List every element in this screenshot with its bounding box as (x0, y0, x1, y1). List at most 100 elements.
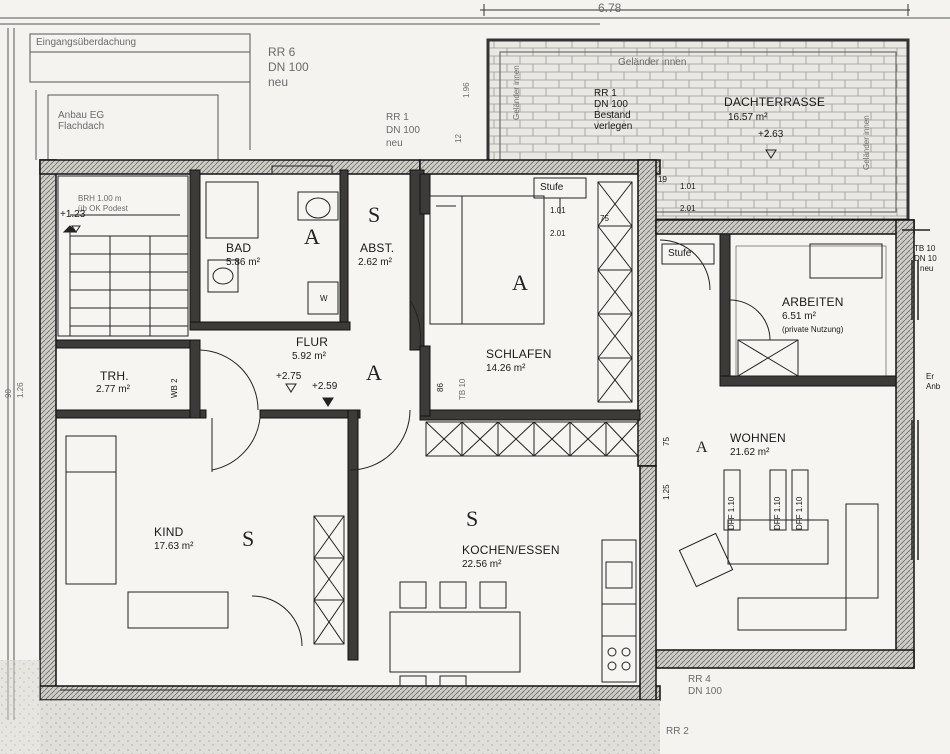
svg-text:A: A (512, 270, 528, 295)
parapet-height-2: üb OK Podest (78, 204, 128, 213)
railing-top: Geländer innen (618, 57, 687, 68)
downpipe-rr1b-line3: Bestand (594, 110, 631, 121)
room-bedroom-area: 14.26 m² (486, 363, 526, 374)
room-office-area: 6.51 m² (782, 311, 816, 322)
dim-terrace-19: 19 (658, 175, 667, 184)
downpipe-rr1b-line1: RR 1 (594, 88, 617, 99)
right-dn: DN 10 (914, 254, 937, 263)
office-furniture (735, 243, 887, 377)
downpipe-rr6-line2: DN 100 (268, 60, 309, 74)
exterior-ground (40, 700, 660, 754)
svg-text:S: S (466, 506, 478, 531)
right-anb: Anb (926, 382, 941, 391)
washer-box (307, 281, 339, 315)
bedroom-wardrobe (597, 181, 633, 403)
dim-hall-86: 86 (436, 383, 445, 392)
dim-stair-height: 1.96 (462, 82, 471, 98)
right-tb: TB 10 (914, 244, 936, 253)
step-label-1: Stufe (540, 182, 564, 193)
dim-living-125: 1.25 (662, 484, 671, 500)
room-storage-area: 2.62 m² (358, 257, 392, 268)
skylight-2: DFF 1.10 (773, 496, 782, 530)
top-dimension-line (480, 4, 910, 16)
kitchen-counter (601, 539, 637, 683)
room-terrace-area: 16.57 m² (728, 112, 768, 123)
svg-text:S: S (368, 202, 380, 227)
room-stairwell-name: TRH. (100, 369, 129, 383)
washer-mark: W (320, 294, 328, 303)
room-stairwell-area: 2.77 m² (96, 384, 130, 395)
room-living-area: 21.62 m² (730, 447, 770, 458)
room-bath-area: 5.86 m² (226, 257, 260, 268)
entrance-canopy (29, 33, 251, 161)
room-living-name: WOHNEN (730, 431, 786, 445)
stair-tb: TB 10 (458, 378, 467, 400)
room-terrace-name: DACHTERRASSE (724, 95, 826, 109)
downpipe-rr1-line3: neu (386, 138, 403, 149)
kitchen-cabinets (425, 421, 639, 457)
dim-living-75: 75 (662, 437, 671, 446)
dim-left-side-b: 90 (4, 389, 13, 398)
terrace-level: +2.63 (758, 129, 784, 140)
dim-terrace-101: 1.01 (680, 182, 696, 191)
room-bedroom-name: SCHLAFEN (486, 347, 552, 361)
room-bath-name: BAD (226, 241, 252, 255)
dim-step-101: 1.01 (550, 206, 566, 215)
room-kitchen-name: KOCHEN/ESSEN (462, 543, 560, 557)
dim-step-75: 75 (600, 214, 609, 223)
exterior-left (0, 660, 40, 754)
hall-level-1: +2.75 (276, 371, 302, 382)
stairwell-wb: WB 2 (170, 378, 179, 398)
room-kids-area: 17.63 m² (154, 541, 194, 552)
svg-text:A: A (696, 439, 708, 456)
bathroom-fixtures (205, 165, 339, 293)
room-kids-name: KIND (154, 525, 184, 539)
floor-area (42, 160, 912, 700)
parapet-height-1: BRH 1.00 m (78, 194, 122, 203)
downpipe-rr4-line2: DN 100 (688, 686, 722, 697)
top-dimension: 6.78 (598, 1, 622, 15)
dining-table (389, 581, 521, 687)
svg-text:S: S (242, 526, 254, 551)
fixture-symbols: S S S A A A A (242, 202, 708, 551)
svg-text:A: A (304, 224, 320, 249)
downpipe-rr2: RR 2 (666, 726, 689, 737)
downpipe-rr1b-line4: verlegen (594, 121, 633, 132)
staircase (57, 175, 189, 337)
railing-right: Geländer innen (862, 115, 871, 170)
skylight-1: DFF 1.10 (727, 496, 736, 530)
room-kitchen-area: 22.56 m² (462, 559, 502, 570)
room-hall-area: 5.92 m² (292, 351, 326, 362)
step-label-2: Stufe (668, 248, 692, 259)
annex-label-1: Anbau EG (58, 110, 105, 121)
step-markers (533, 177, 715, 265)
bedroom-bed (429, 195, 545, 325)
level-markers (71, 149, 777, 407)
annex-label-2: Flachdach (58, 121, 105, 132)
stair-level: +1.23 (60, 209, 86, 220)
right-neu: neu (920, 264, 934, 273)
right-er: Er (926, 372, 934, 381)
dim-terrace-201: 2.01 (680, 204, 696, 213)
windows (902, 229, 930, 560)
downpipe-rr6-line1: RR 6 (268, 45, 296, 59)
downpipe-rr4-line1: RR 4 (688, 674, 711, 685)
room-storage-name: ABST. (360, 241, 395, 255)
railing-left: Geländer innen (512, 65, 521, 120)
room-office-note: (private Nutzung) (782, 325, 844, 334)
kids-room-furniture (60, 435, 345, 691)
doors (199, 239, 771, 647)
room-hall-name: FLUR (296, 335, 329, 349)
sheet-border (0, 17, 950, 720)
downpipe-rr1-line2: DN 100 (386, 125, 420, 136)
hall-level-2: +2.59 (312, 381, 338, 392)
dim-small-12: 12 (454, 134, 463, 143)
interior-walls (55, 169, 897, 661)
dim-left-side: 1.26 (16, 382, 25, 398)
living-room-furniture (678, 469, 879, 631)
downpipe-rr1b-line2: DN 100 (594, 99, 628, 110)
entrance-canopy-label: Eingangsüberdachung (36, 37, 137, 48)
room-office-name: ARBEITEN (782, 295, 844, 309)
dim-step-201: 2.01 (550, 229, 566, 238)
